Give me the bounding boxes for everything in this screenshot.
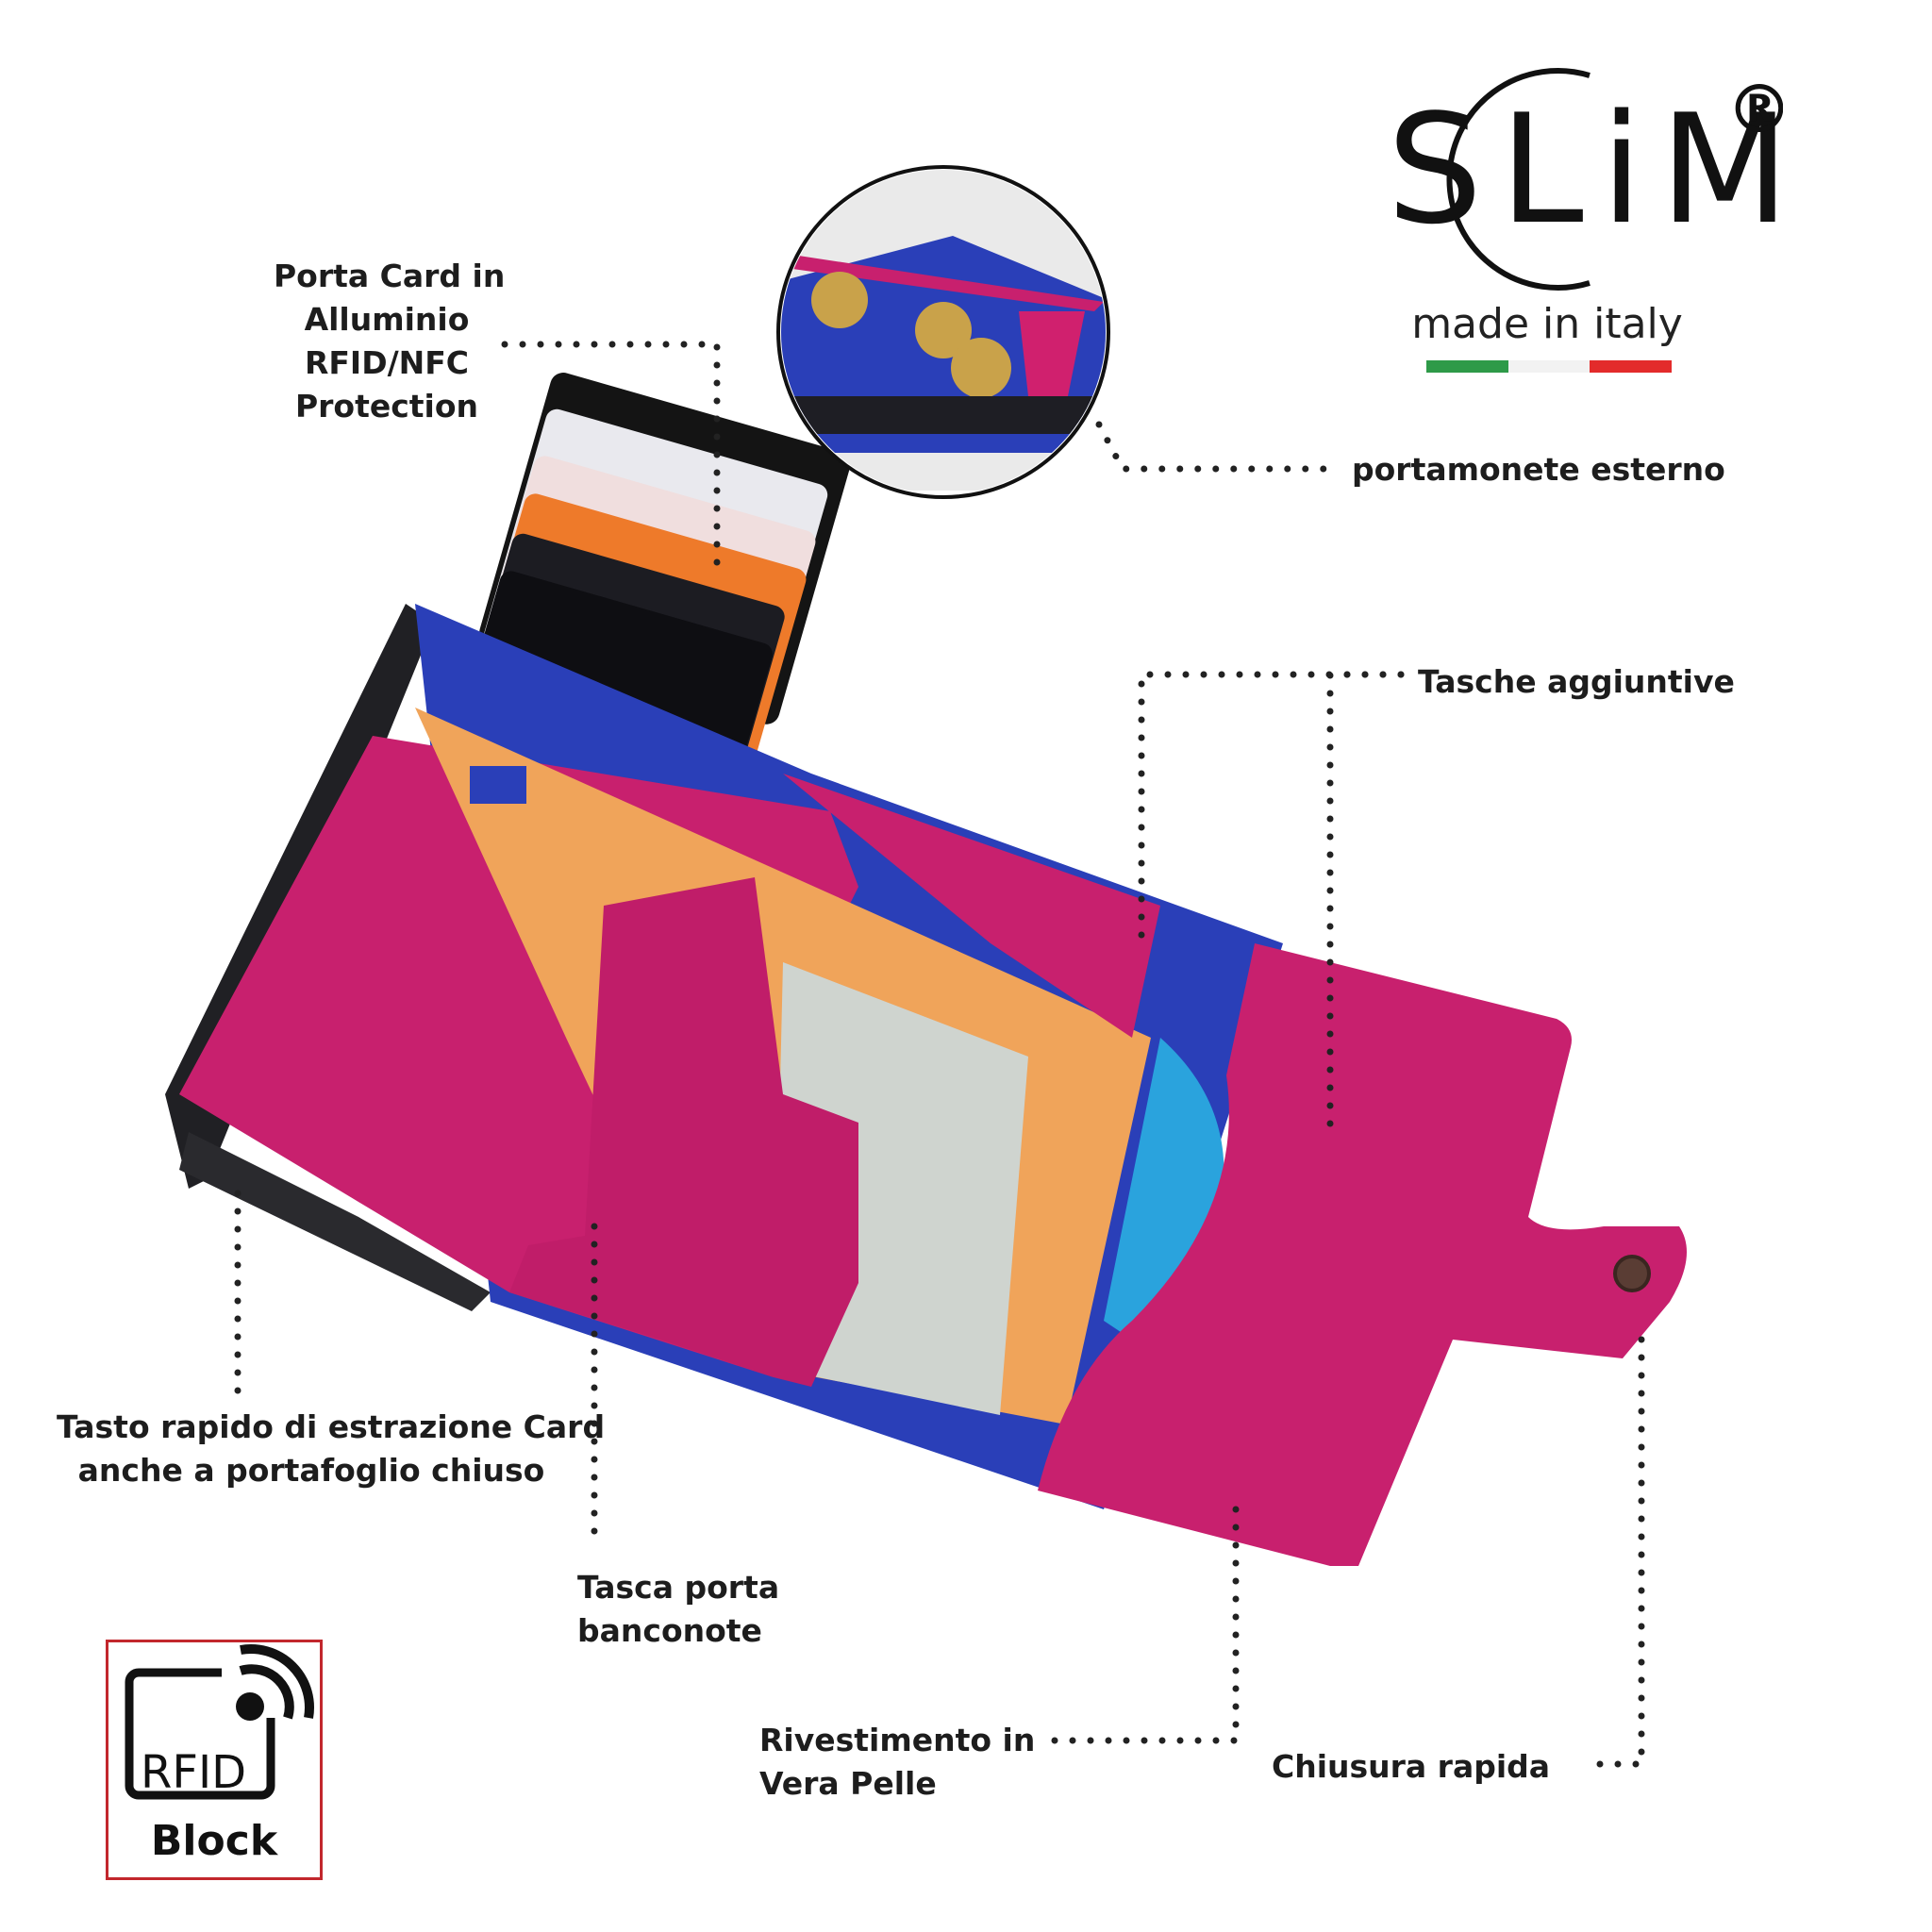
- registered-mark: ®: [1726, 71, 1783, 148]
- inner-pocket-flap: [509, 877, 858, 1387]
- callout-banknote-line: banconote: [577, 1612, 762, 1649]
- callout-leather: Rivestimento in Vera Pelle: [759, 1719, 1035, 1806]
- callout-eject-line: Tasto rapido di estrazione Card: [57, 1408, 606, 1445]
- coin-purse-inset: [776, 165, 1110, 499]
- callout-card-holder-line: Alluminio: [304, 301, 470, 338]
- callout-card-holder: Porta Card in Alluminio RFID/NFC Protect…: [274, 255, 506, 428]
- flag-green: [1426, 360, 1508, 373]
- flag-red: [1590, 360, 1673, 373]
- callout-leather-line: Vera Pelle: [759, 1765, 937, 1802]
- callout-card-holder-line: Protection: [294, 388, 479, 425]
- right-panel: [783, 774, 1160, 1038]
- logo-text: SLiM: [1387, 81, 1783, 258]
- rfid-signal-icon: [125, 1644, 314, 1800]
- callout-coin-purse: portamonete esterno: [1352, 451, 1725, 488]
- callout-card-holder-line: RFID/NFC: [304, 344, 470, 381]
- rfid-block-badge: RFID Block: [106, 1640, 323, 1880]
- callout-card-holder-line: Porta Card in: [274, 258, 506, 294]
- callout-leather-line: Rivestimento in: [759, 1722, 1036, 1758]
- clasp-stud: [1613, 1255, 1651, 1292]
- callout-eject-button: Tasto rapido di estrazione Card anche a …: [57, 1406, 606, 1492]
- italy-flag-strip: [1426, 360, 1673, 373]
- made-in-italy: made in italy: [1411, 300, 1683, 348]
- callout-eject-line: anche a portafoglio chiuso: [77, 1452, 545, 1489]
- rfid-text: RFID: [141, 1746, 247, 1799]
- callout-extra-pockets: Tasche aggiuntive: [1418, 663, 1735, 700]
- slim-logo: SLiM ®: [1387, 68, 1783, 291]
- callout-banknote-pocket: Tasca porta banconote: [577, 1566, 779, 1653]
- callout-banknote-line: Tasca porta: [577, 1569, 780, 1606]
- leader-lines: [234, 341, 1645, 1768]
- right-pocket: [1038, 943, 1687, 1566]
- callout-clasp: Chiusura rapida: [1272, 1748, 1551, 1785]
- block-text: Block: [150, 1817, 278, 1865]
- flag-white: [1507, 360, 1591, 373]
